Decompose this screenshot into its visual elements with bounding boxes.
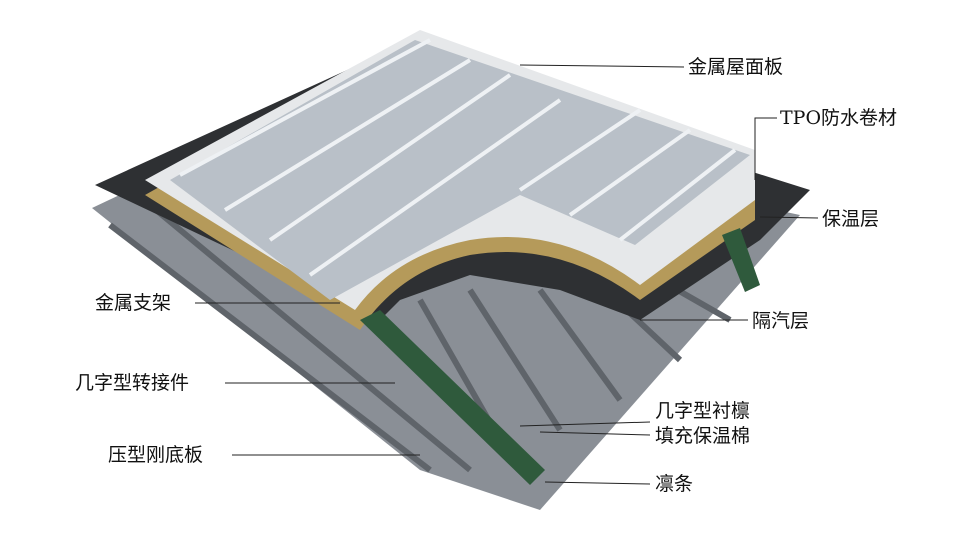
leader-lines [195,64,819,485]
label-bracket: 金属支架 [95,292,172,314]
label-filler-wool: 填充保温棉 [655,425,751,447]
label-tpo: TPO防水卷材 [780,107,898,129]
label-vapor-barrier: 隔汽层 [752,310,810,332]
label-roof-panel: 金属屋面板 [688,56,784,78]
label-purlin: 凛条 [655,473,694,495]
panel-seams [179,38,737,277]
purlin-beam [360,310,545,485]
label-purlin-liner: 几字型衬檩 [655,400,751,422]
label-insulation: 保温层 [822,208,880,230]
purlin-beam-right [722,228,760,292]
label-adapter: 几字型转接件 [75,372,190,394]
label-deck: 压型刚底板 [108,444,204,466]
